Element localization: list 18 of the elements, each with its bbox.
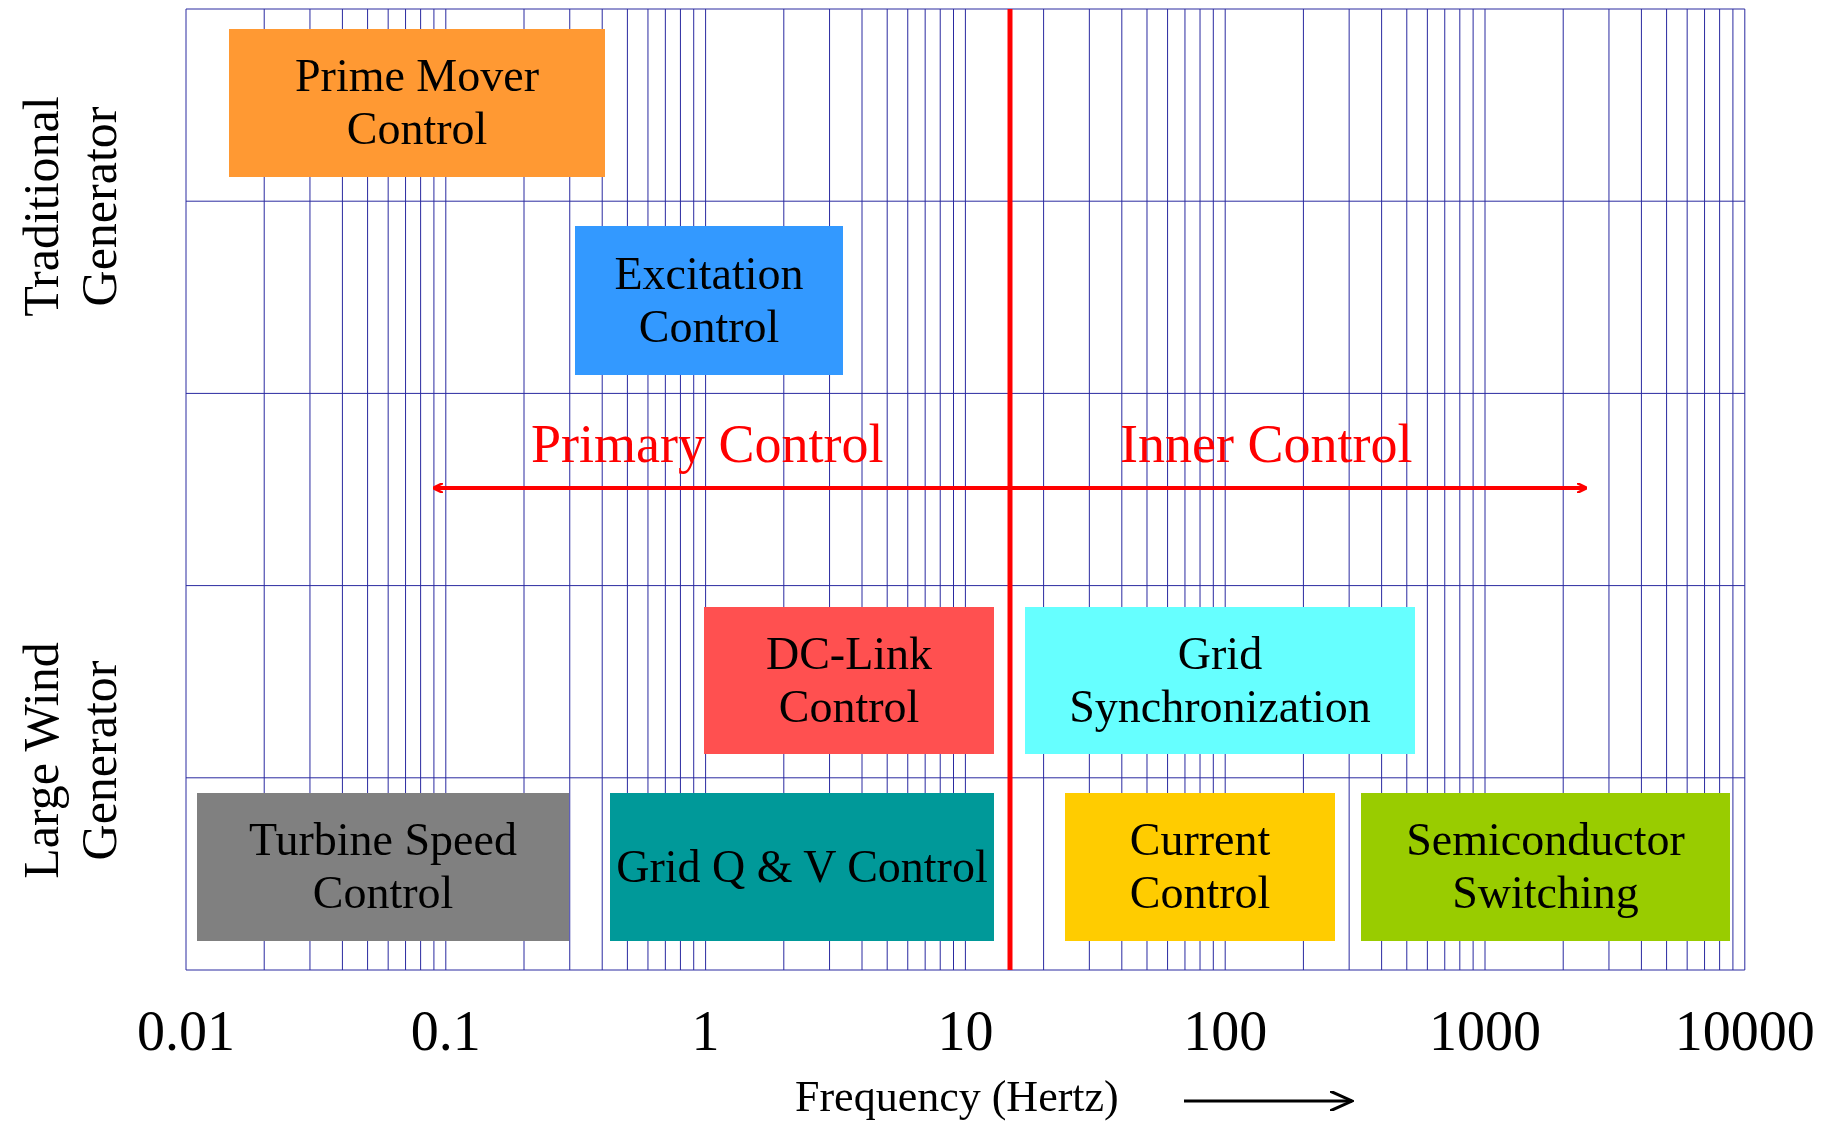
control-box: Current Control bbox=[1065, 793, 1335, 941]
tick-label: 10000 bbox=[1674, 999, 1815, 1063]
control-box: Grid Q & V Control bbox=[610, 793, 994, 941]
tick-label: 1 bbox=[691, 999, 720, 1063]
tick-label: 100 bbox=[1183, 999, 1268, 1063]
tick-label: 0.01 bbox=[137, 999, 235, 1063]
control-box: Excitation Control bbox=[575, 226, 843, 375]
control-box: Prime Mover Control bbox=[229, 29, 605, 177]
tick-label: 0.1 bbox=[410, 999, 481, 1063]
axis-title: Frequency (Hertz) bbox=[795, 1070, 1119, 1122]
control-box: Turbine Speed Control bbox=[197, 793, 569, 941]
control-box: DC-Link Control bbox=[704, 607, 994, 754]
tick-label: 1000 bbox=[1429, 999, 1541, 1063]
tick-label: 10 bbox=[937, 999, 994, 1063]
row-label: Traditional Generator bbox=[12, 94, 127, 319]
row-label: Large Wind Generator bbox=[12, 640, 127, 881]
control-box: Semiconductor Switching bbox=[1361, 793, 1730, 941]
control-box: Grid Synchronization bbox=[1025, 607, 1415, 754]
